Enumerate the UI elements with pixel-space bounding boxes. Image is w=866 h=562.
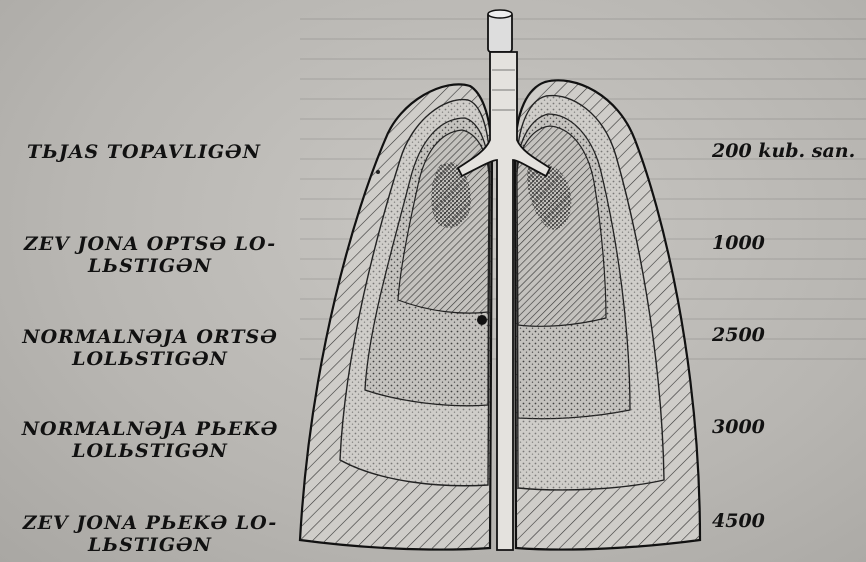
- value-normal-expiratory: 3000: [712, 416, 765, 438]
- label-breath-volume: TЬJAS TOPAVLIGƏN: [14, 141, 274, 163]
- label-line: LOLЬSTIGƏN: [0, 440, 300, 462]
- value-extra-inspiratory: 1000: [712, 232, 765, 254]
- label-extra-expiratory: ZEV JONA PЬEKƏ LO- LЬSTIGƏN: [0, 512, 300, 556]
- value-normal-inspiratory: 2500: [712, 324, 765, 346]
- label-extra-inspiratory: ZEV JONA OPTSƏ LO- LЬSTIGƏN: [0, 233, 300, 277]
- right-lung: [515, 80, 700, 549]
- left-lung: [300, 84, 492, 549]
- label-line: NORMALNƏJA ORTSƏ: [0, 326, 300, 348]
- label-line: LOLЬSTIGƏN: [0, 348, 300, 370]
- value-breath-volume: 200 kub. san.: [712, 140, 855, 162]
- label-normal-expiratory: NORMALNƏJA PЬEKƏ LOLЬSTIGƏN: [0, 418, 300, 462]
- label-line: LЬSTIGƏN: [0, 255, 300, 277]
- label-line: TЬJAS TOPAVLIGƏN: [27, 141, 261, 163]
- label-line: LЬSTIGƏN: [0, 534, 300, 556]
- label-normal-inspiratory: NORMALNƏJA ORTSƏ LOLЬSTIGƏN: [0, 326, 300, 370]
- label-line: ZEV JONA OPTSƏ LO-: [0, 233, 300, 255]
- label-line: ZEV JONA PЬEKƏ LO-: [0, 512, 300, 534]
- value-extra-expiratory: 4500: [712, 510, 765, 532]
- label-line: NORMALNƏJA PЬEKƏ: [0, 418, 300, 440]
